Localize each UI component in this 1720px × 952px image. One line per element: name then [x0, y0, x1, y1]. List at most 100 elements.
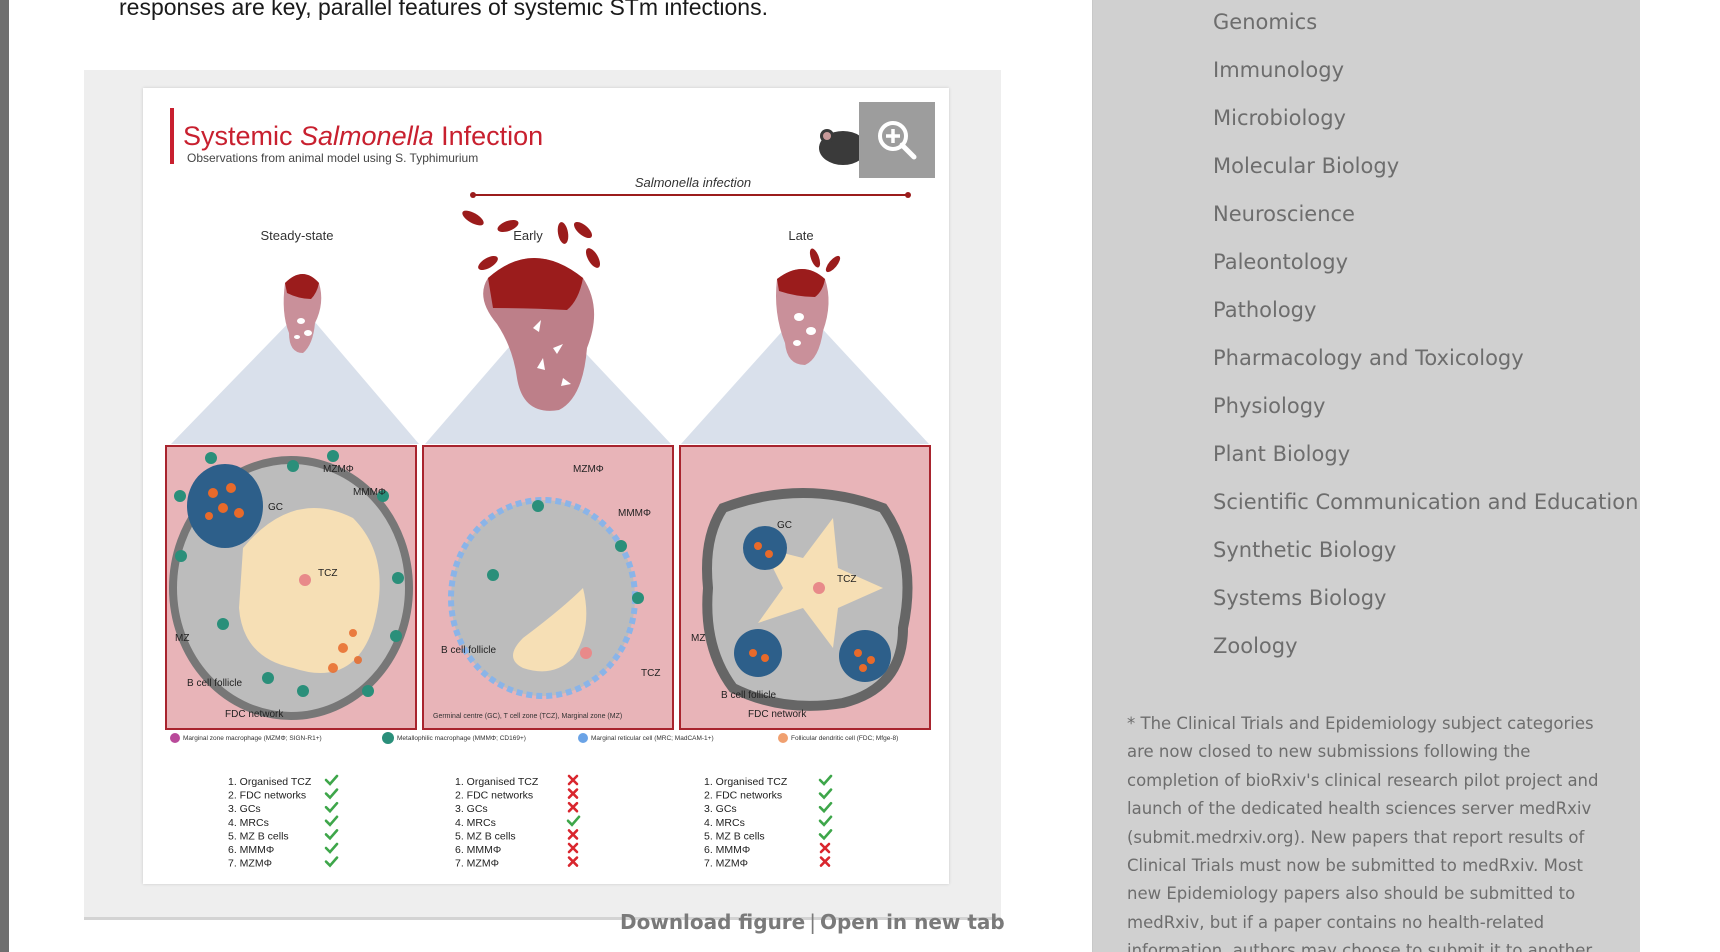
subject-link[interactable]: Systems Biology [1213, 586, 1387, 610]
open-new-tab-link[interactable]: Open in new tab [819, 910, 1005, 934]
checklist-item: 7. MZMΦ [704, 858, 748, 870]
subject-link[interactable]: Scientific Communication and Education [1213, 490, 1639, 514]
checklist-item: 5. MZ B cells [704, 830, 765, 842]
window-left-border [0, 0, 9, 952]
checklist-item: 3. GCs [704, 803, 737, 815]
figure-graphic: Systemic Salmonella Infection Observatio… [143, 88, 949, 884]
cross-icon [819, 842, 831, 854]
svg-text:Metallophilic macrophage (MMMΦ: Metallophilic macrophage (MMMΦ; CD169+) [397, 735, 526, 742]
svg-text:TCZ: TCZ [318, 568, 337, 579]
subject-link[interactable]: Neuroscience [1213, 202, 1355, 226]
subject-link[interactable]: Pharmacology and Toxicology [1213, 346, 1524, 370]
svg-text:MMMΦ: MMMΦ [618, 508, 651, 519]
check-icon [566, 815, 581, 827]
stage-label-late: Late [788, 228, 813, 243]
title-accent-bar [170, 108, 174, 164]
download-figure-link[interactable]: Download figure [620, 910, 806, 934]
checklist-item: 3. GCs [455, 803, 488, 815]
check-icon [324, 829, 339, 841]
checklist-item: 1. Organised TCZ [704, 776, 788, 788]
stage-label-steady: Steady-state [261, 228, 334, 243]
bacteria [462, 210, 841, 273]
spleen-late [776, 269, 829, 365]
svg-text:MZMΦ: MZMΦ [323, 464, 354, 475]
cross-icon [567, 801, 579, 813]
panel-late-content: GC TCZ MZ B cell follicle FDC network [691, 488, 913, 720]
checklist-item: 2. FDC networks [704, 790, 782, 802]
svg-text:MZMΦ: MZMΦ [573, 464, 604, 475]
checklist-item: 4. MRCs [228, 817, 269, 829]
figure-links: Download figure|Open in new tab [620, 910, 1005, 934]
checklist-item: 2. FDC networks [228, 790, 306, 802]
checklist-item: 6. MMMΦ [228, 844, 274, 856]
cross-icon [567, 829, 579, 840]
svg-text:TCZ: TCZ [837, 574, 856, 585]
checklist-item: 7. MZMΦ [455, 858, 499, 870]
infection-label: Salmonella infection [635, 175, 751, 190]
checklist-item: 6. MMMΦ [455, 844, 501, 856]
checklist-item: 7. MZMΦ [228, 858, 272, 870]
cross-icon [567, 856, 579, 867]
cross-icon [567, 842, 579, 854]
right-margin [1640, 0, 1720, 952]
subject-link[interactable]: Genomics [1213, 10, 1318, 34]
stage-label-early: Early [513, 228, 543, 243]
panel-steady-content: GC TCZ MZMΦ MMMΦ MZ B cell follicle FDC … [169, 450, 413, 720]
spleen-early [483, 258, 595, 411]
check-icon [324, 842, 339, 854]
figure-title: Systemic Salmonella Infection [183, 121, 543, 151]
check-icon [324, 856, 339, 868]
check-icon [818, 829, 833, 841]
subject-link[interactable]: Microbiology [1213, 106, 1346, 130]
svg-text:FDC network: FDC network [748, 709, 807, 720]
svg-text:Marginal zone macrophage (MZMΦ: Marginal zone macrophage (MZMΦ; SIGN-R1+… [183, 735, 322, 742]
check-icon [324, 774, 339, 786]
subject-link[interactable]: Paleontology [1213, 250, 1349, 274]
svg-text:MZ: MZ [691, 633, 705, 644]
zoom-cone-3 [681, 308, 929, 444]
svg-text:MZ: MZ [175, 633, 189, 644]
svg-text:B cell follicle: B cell follicle [721, 690, 776, 701]
check-icon [324, 815, 339, 827]
checklist-item: 5. MZ B cells [455, 830, 516, 842]
svg-text:GC: GC [777, 520, 792, 531]
spleen-steady [283, 274, 322, 353]
svg-text:Germinal centre (GC), T cell z: Germinal centre (GC), T cell zone (TCZ),… [433, 713, 622, 720]
figure-divider [84, 917, 1001, 920]
cell-type-legend: Marginal zone macrophage (MZMΦ; SIGN-R1+… [170, 732, 898, 744]
panel-early-content: MZMΦ MMMΦ B cell follicle TCZ Germinal c… [433, 464, 660, 720]
cross-icon [567, 788, 579, 799]
checklist-item: 1. Organised TCZ [228, 776, 312, 788]
cross-icon [567, 774, 579, 786]
svg-text:TCZ: TCZ [641, 668, 660, 679]
subject-link[interactable]: Molecular Biology [1213, 154, 1400, 178]
check-icon [818, 801, 833, 814]
subject-link[interactable]: Plant Biology [1213, 442, 1351, 466]
svg-text:B cell follicle: B cell follicle [187, 678, 242, 689]
subject-link[interactable]: Synthetic Biology [1213, 538, 1397, 562]
zoom-in-icon [878, 121, 917, 160]
zoom-cone-1 [171, 308, 419, 444]
clinical-trials-note: * The Clinical Trials and Epidemiology s… [1127, 714, 1599, 952]
figure-image[interactable]: Systemic Salmonella Infection Observatio… [143, 88, 949, 884]
zoom-button[interactable] [859, 102, 935, 178]
check-icon [324, 788, 339, 800]
subject-link[interactable]: Immunology [1213, 58, 1345, 82]
svg-text:Follicular dendritic cell (FDC: Follicular dendritic cell (FDC; Mfge-8) [791, 735, 898, 742]
checklist-item: 4. MRCs [704, 817, 745, 829]
figure-subtitle: Observations from animal model using S. … [187, 151, 478, 165]
check-icon [324, 801, 339, 814]
subject-link[interactable]: Zoology [1213, 634, 1298, 658]
check-icon [818, 815, 833, 827]
checklist-item: 4. MRCs [455, 817, 496, 829]
check-icon [818, 788, 833, 800]
svg-text:MMMΦ: MMMΦ [353, 487, 386, 498]
checklist-item: 3. GCs [228, 803, 261, 815]
cross-icon [819, 856, 831, 867]
subject-link[interactable]: Pathology [1213, 298, 1317, 322]
checklist-item: 5. MZ B cells [228, 830, 289, 842]
subject-link[interactable]: Physiology [1213, 394, 1326, 418]
